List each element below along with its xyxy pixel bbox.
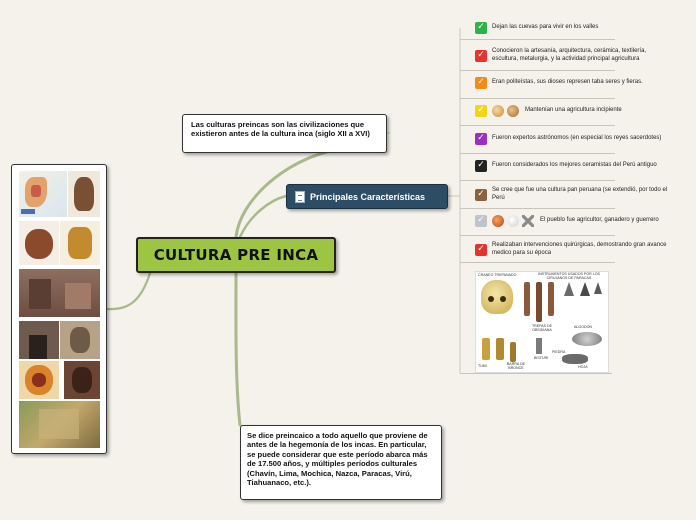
characteristic-item[interactable]: ✓ Dejan las cuevas para vivir en los val… bbox=[475, 22, 670, 34]
skull-figure bbox=[481, 280, 513, 314]
characteristic-text: El pueblo fue agricultor, ganadero y gue… bbox=[540, 217, 659, 224]
tumi-figure bbox=[496, 338, 504, 360]
instrument-figure bbox=[548, 282, 554, 316]
separator bbox=[460, 70, 615, 71]
label-piedra: PIEDRA bbox=[552, 350, 566, 354]
stone-figure bbox=[562, 354, 588, 364]
label-instrumentos: INSTRUMENTOS USADOS POR LOS CIRUJANOS DE… bbox=[538, 272, 600, 280]
crossed-swords-icon bbox=[522, 215, 534, 227]
characteristic-item[interactable]: ✓ Mantenían una agricultura incipiente bbox=[475, 105, 670, 117]
characteristic-item[interactable]: ✓ Se cree que fue una cultura pan peruan… bbox=[475, 187, 670, 203]
characteristic-text: Mantenían una agricultura incipiente bbox=[525, 107, 622, 114]
central-topic[interactable]: CULTURA PRE INCA bbox=[136, 237, 336, 273]
scalpel-figure bbox=[536, 338, 542, 354]
cotton-figure bbox=[572, 332, 602, 346]
potato-icon bbox=[492, 105, 504, 117]
label-obsidiana: TREPAS DE OBSIDIANA bbox=[531, 324, 553, 332]
brown-check-icon: ✓ bbox=[475, 188, 487, 201]
pottery-vessel-image bbox=[19, 221, 59, 265]
instrument-figure bbox=[536, 282, 542, 322]
green-check-icon: ✓ bbox=[475, 22, 487, 34]
purple-check-icon: ✓ bbox=[475, 133, 487, 145]
label-algodon: ALGODON bbox=[574, 325, 592, 329]
skull-eye bbox=[488, 296, 494, 302]
gold-artifact-image bbox=[60, 221, 100, 265]
potato-icon bbox=[507, 105, 519, 117]
topic-definicion[interactable]: Se dice preincaico a todo aquello que pr… bbox=[240, 425, 442, 500]
characteristic-item[interactable]: ✓ Fueron considerados los mejores cerami… bbox=[475, 160, 680, 172]
tumi-figure bbox=[482, 338, 490, 360]
instrument-figure bbox=[524, 282, 530, 316]
characteristic-text: Fueron expertos astrónomos (en especial … bbox=[492, 135, 662, 142]
separator bbox=[460, 125, 615, 126]
label-barra: BARRA DE BRONCE bbox=[506, 362, 526, 370]
separator bbox=[460, 180, 615, 181]
characteristic-item[interactable]: ✓ Fueron expertos astrónomos (en especia… bbox=[475, 133, 670, 145]
map-image bbox=[19, 171, 67, 217]
stone-head-image bbox=[60, 321, 100, 359]
separator bbox=[460, 98, 615, 99]
ceramic-figure-image bbox=[68, 171, 100, 217]
principales-caracteristicas-node[interactable]: Principales Características bbox=[286, 184, 448, 209]
label-tumi: TUMI bbox=[478, 364, 487, 368]
textile-image bbox=[19, 361, 59, 399]
characteristic-text: Dejan las cuevas para vivir en los valle… bbox=[492, 24, 599, 31]
obsidian-blade-figure bbox=[580, 282, 590, 296]
obsidian-blade-figure bbox=[564, 282, 574, 296]
characteristic-text: Fueron considerados los mejores ceramist… bbox=[492, 162, 657, 169]
principales-label: Principales Características bbox=[310, 191, 426, 202]
characteristic-text: Se cree que fue una cultura pan peruana … bbox=[492, 187, 668, 201]
topic-preincas[interactable]: Las culturas preincas son las civilizaci… bbox=[182, 114, 387, 153]
document-icon bbox=[295, 190, 305, 203]
separator bbox=[460, 39, 615, 40]
surgical-instruments-image[interactable]: CRANEO TREPANADO INSTRUMENTOS USADOS POR… bbox=[475, 271, 609, 373]
separator bbox=[460, 262, 615, 263]
gate-of-sun-image bbox=[19, 321, 59, 359]
separator bbox=[460, 153, 615, 154]
yellow-check-icon: ✓ bbox=[475, 105, 487, 117]
gray-check-icon: ✓ bbox=[475, 215, 487, 227]
red-check-icon: ✓ bbox=[475, 49, 487, 62]
label-hoja: HOJA bbox=[578, 365, 588, 369]
bronze-bar-figure bbox=[510, 342, 516, 362]
obsidian-blade-figure bbox=[594, 282, 602, 294]
stone-carving-image bbox=[19, 401, 100, 448]
characteristic-text: Conocieron la artesanía, arquitectura, c… bbox=[492, 48, 647, 62]
separator bbox=[460, 235, 615, 236]
skull-eye bbox=[500, 296, 506, 302]
llama-icon bbox=[507, 215, 519, 227]
mask-image bbox=[64, 361, 100, 399]
black-check-icon: ✓ bbox=[475, 160, 487, 172]
characteristic-item[interactable]: ✓ Eran politeístas, sus dioses represen … bbox=[475, 77, 670, 89]
stone-ruins-image bbox=[19, 269, 100, 317]
label-craneo: CRANEO TREPANADO bbox=[478, 273, 517, 277]
separator bbox=[460, 208, 615, 209]
characteristic-item[interactable]: ✓ Conocieron la artesanía, arquitectura,… bbox=[475, 48, 673, 64]
characteristic-item[interactable]: ✓ Realizaban intervenciones quirúrgicas,… bbox=[475, 242, 673, 258]
image-collage-panel[interactable] bbox=[11, 164, 107, 454]
characteristic-text: Realizaban intervenciones quirúrgicas, d… bbox=[492, 242, 667, 256]
characteristic-item[interactable]: ✓ El pueblo fue agricultor, ganadero y g… bbox=[475, 215, 680, 227]
characteristic-text: Eran politeístas, sus dioses represen ta… bbox=[492, 79, 643, 86]
crop-icon bbox=[492, 215, 504, 227]
red-check-icon: ✓ bbox=[475, 243, 487, 256]
separator bbox=[460, 373, 612, 374]
label-bisturi: BISTURI bbox=[534, 356, 549, 360]
orange-check-icon: ✓ bbox=[475, 77, 487, 89]
